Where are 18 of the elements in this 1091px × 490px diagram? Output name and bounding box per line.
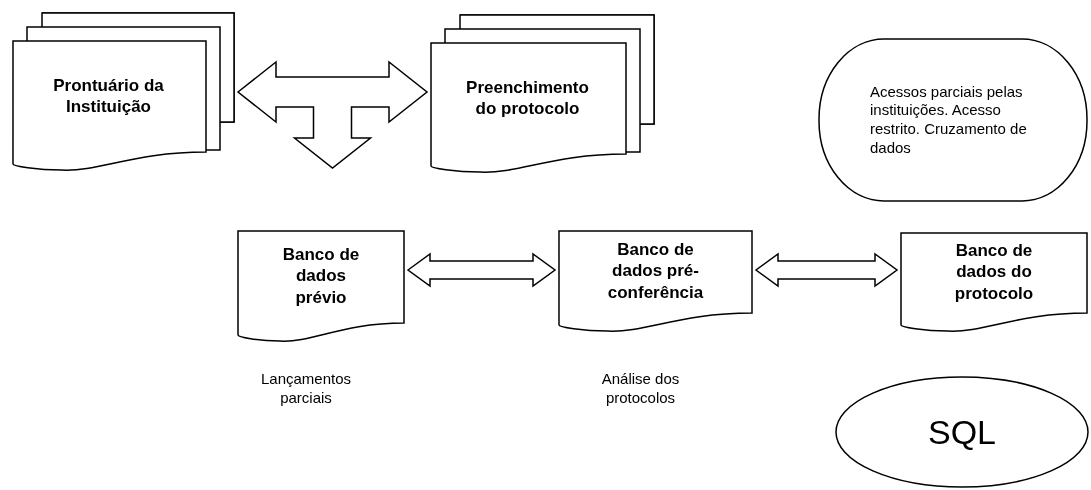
node-text: Preenchimento do protocolo: [465, 76, 590, 120]
block-arrow: [754, 252, 899, 288]
block-arrow: [406, 252, 557, 288]
node-text: SQL: [927, 411, 997, 453]
multi-document-shape: [430, 14, 655, 174]
node-text: Prontuário da Instituição: [52, 74, 165, 118]
document-shape: [237, 230, 405, 342]
node-text: Banco de dados prévio: [281, 244, 361, 308]
node-text: Banco de dados do protocolo: [953, 240, 1035, 304]
caption-text: Lançamentos parciais: [259, 370, 353, 408]
node-text: Banco de dados pré-conferência: [606, 239, 705, 303]
node-text: Acessos parciais pelas instituições. Acesso restrito. Cruzamento de dados: [870, 82, 1028, 158]
caption-text: Análise dos protocolos: [600, 370, 681, 408]
document-shape: [900, 232, 1088, 332]
multi-document-shape: [12, 12, 235, 172]
document-shape: [558, 230, 753, 332]
block-arrow: [236, 60, 429, 169]
ellipse-shape: [835, 376, 1089, 488]
